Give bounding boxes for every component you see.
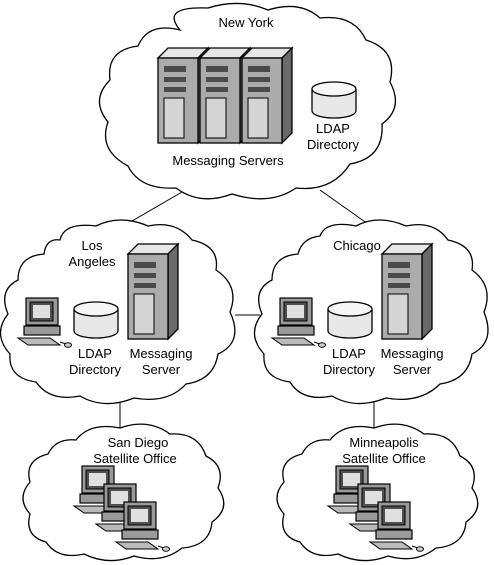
database-cylinder-icon (73, 301, 119, 339)
los-angeles-server-label-2: Server (142, 362, 181, 377)
new-york-servers-label: Messaging Servers (172, 153, 284, 168)
minneapolis-title-2: Satellite Office (342, 451, 426, 466)
chicago-title: Chicago (333, 238, 381, 253)
chicago-ldap-label-1: LDAP (332, 346, 366, 361)
los-angeles-ldap-label-1: LDAP (78, 346, 112, 361)
los-angeles-title-2: Angeles (69, 254, 116, 269)
new-york-ldap-label-2: Directory (307, 137, 360, 152)
minneapolis-title-1: Minneapolis (349, 435, 419, 450)
los-angeles-ldap-label-2: Directory (69, 362, 122, 377)
san-diego-title-2: Satellite Office (93, 451, 177, 466)
new-york-title: New York (219, 15, 274, 30)
database-cylinder-icon (327, 301, 373, 339)
chicago-server-label-2: Server (393, 362, 432, 377)
server-tower-icon (381, 243, 433, 340)
server-tower-icon (241, 47, 293, 144)
link-ny-chicago (319, 189, 369, 225)
los-angeles-title-1: Los (82, 238, 103, 253)
san-diego-title-1: San Diego (108, 435, 169, 450)
chicago-ldap-label-2: Directory (323, 362, 376, 377)
new-york-ldap-label-1: LDAP (316, 121, 350, 136)
server-tower-icon (127, 243, 179, 340)
chicago-server-label-1: Messaging (381, 346, 444, 361)
los-angeles-server-label-1: Messaging (130, 346, 193, 361)
database-cylinder-icon (311, 81, 357, 119)
